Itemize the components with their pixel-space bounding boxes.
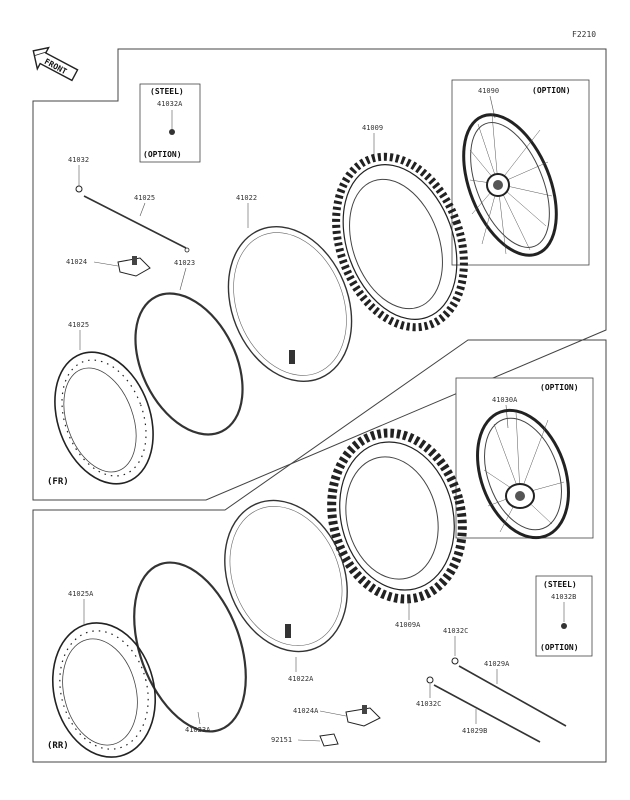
label-41022A: 41022A: [288, 675, 314, 683]
spoke-nipple-icon: [169, 129, 175, 135]
knobby-tire-icon: [332, 152, 468, 332]
rear-steel-title: (STEEL): [543, 580, 577, 589]
front-option-note: (OPTION): [532, 86, 571, 95]
rim-lock-icon: [117, 256, 151, 277]
front-arrow-icon: FRONT: [32, 46, 79, 82]
label-41029A: 41029A: [484, 660, 510, 668]
rear-option-part: 41030A: [492, 396, 518, 404]
label-92151: 92151: [271, 736, 292, 744]
label-41032C: 41032C: [443, 627, 468, 635]
front-steel-part: 41032A: [157, 100, 183, 108]
front-option-part: 41090: [478, 87, 499, 95]
valve-cap-icon: [319, 733, 339, 747]
front-steel-note: (OPTION): [143, 150, 182, 159]
rim-icon: [54, 351, 154, 485]
front-section-label: (FR): [47, 477, 69, 487]
label-41022: 41022: [236, 194, 257, 202]
rear-rim-icon: [51, 622, 157, 758]
rear-nipple-c2-icon: [426, 676, 434, 684]
rear-rim-tape-icon: [133, 561, 247, 733]
label-41024: 41024: [66, 258, 87, 266]
label-41025-spoke: 41025: [134, 194, 155, 202]
label-41023A: 41023A: [185, 726, 211, 734]
rear-spoke-b-icon: [433, 684, 541, 743]
label-41009: 41009: [362, 124, 383, 132]
rear-steel-part: 41032B: [551, 593, 576, 601]
label-41032: 41032: [68, 156, 89, 164]
label-41023: 41023: [174, 259, 195, 267]
front-steel-title: (STEEL): [150, 87, 184, 96]
rear-tube-icon: [224, 499, 348, 653]
rear-steel-note: (OPTION): [540, 643, 579, 652]
spoke-icon: [83, 195, 187, 249]
rear-option-box: (OPTION) 41030A: [455, 377, 594, 540]
rim-tape-icon: [134, 292, 244, 436]
front-section-frame: [32, 48, 607, 501]
label-41029B: 41029B: [462, 727, 487, 735]
rear-steel-box: (STEEL) 41032B (OPTION): [535, 575, 593, 657]
figure-code: F2210: [572, 30, 596, 39]
front-steel-box: (STEEL) 41032A (OPTION): [139, 83, 201, 163]
rear-spoke-a-icon: [458, 665, 567, 727]
tube-icon: [227, 226, 353, 382]
spoked-wheel-icon: [462, 113, 558, 257]
rear-section-frame: [32, 339, 607, 763]
front-option-box: 41090 (OPTION): [451, 79, 590, 266]
rear-knobby-tire-icon: [327, 428, 467, 604]
rear-nipple-icon: [561, 623, 567, 629]
rear-section-label: (RR): [47, 741, 69, 751]
label-41025A: 41025A: [68, 590, 94, 598]
label-41032C-2: 41032C: [416, 700, 441, 708]
nipple-icon: [75, 185, 83, 193]
label-41009A: 41009A: [395, 621, 421, 629]
rear-option-title: (OPTION): [540, 383, 579, 392]
label-41025-rim: 41025: [68, 321, 89, 329]
rear-spoked-wheel-icon: [476, 408, 570, 540]
label-41024A: 41024A: [293, 707, 319, 715]
rear-nipple-c-icon: [451, 657, 459, 665]
rear-rim-lock-icon: [345, 705, 381, 727]
